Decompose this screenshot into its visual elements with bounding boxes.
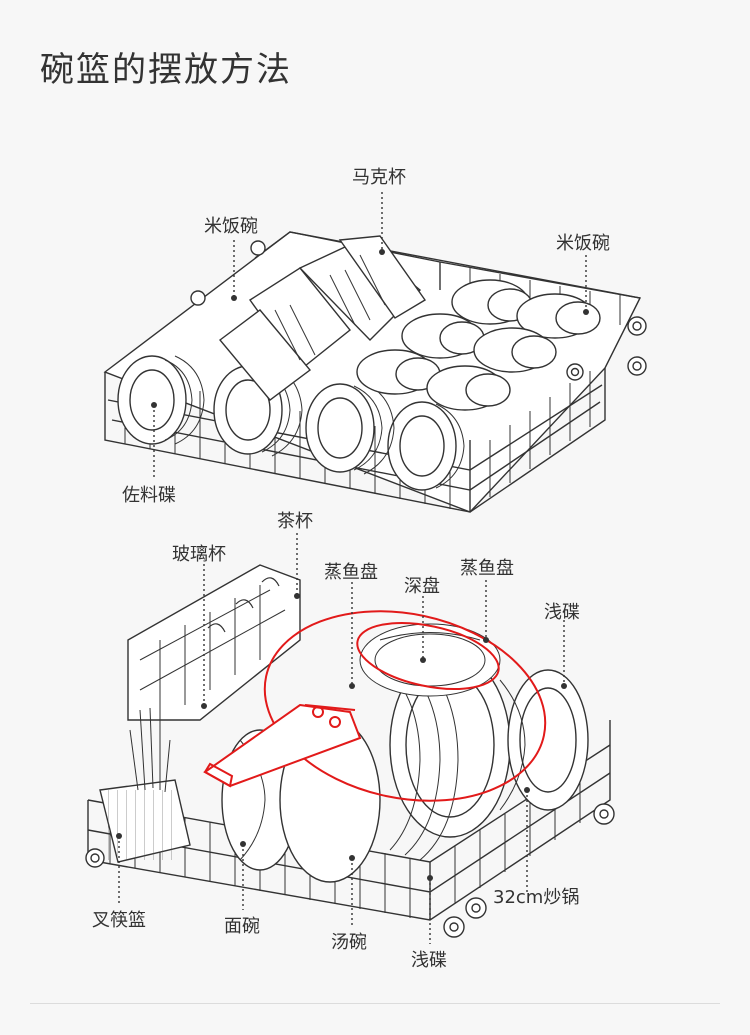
label-rice-bowl-right: 米饭碗 [556, 233, 610, 254]
lower-leader-dots [116, 593, 567, 881]
label-tea-cup: 茶杯 [277, 511, 313, 532]
label-steamed-fish-plate-right: 蒸鱼盘 [460, 558, 514, 579]
wok-highlight [203, 610, 547, 802]
label-cutlery-basket: 叉筷篮 [92, 910, 146, 931]
label-steamed-fish-plate-left: 蒸鱼盘 [324, 562, 378, 583]
label-glass-cup: 玻璃杯 [172, 544, 226, 565]
upper-basket [103, 231, 647, 513]
label-mug: 马克杯 [352, 167, 406, 188]
label-shallow-plate-bottom: 浅碟 [411, 950, 447, 971]
upper-leader-lines [153, 192, 587, 478]
label-wok: 32cm炒锅 [493, 887, 580, 908]
lower-leader-lines [118, 533, 565, 944]
page-title: 碗篮的摆放方法 [40, 50, 292, 90]
label-soup-bowl: 汤碗 [331, 932, 367, 953]
label-noodle-bowl: 面碗 [224, 916, 260, 937]
upper-leader-dots [151, 249, 589, 408]
lower-basket [85, 564, 615, 938]
label-sauce-dish: 佐料碟 [122, 485, 176, 506]
footer-divider [30, 1003, 720, 1004]
label-shallow-plate-top: 浅碟 [544, 602, 580, 623]
label-rice-bowl-left: 米饭碗 [204, 216, 258, 237]
label-deep-plate: 深盘 [404, 576, 440, 597]
